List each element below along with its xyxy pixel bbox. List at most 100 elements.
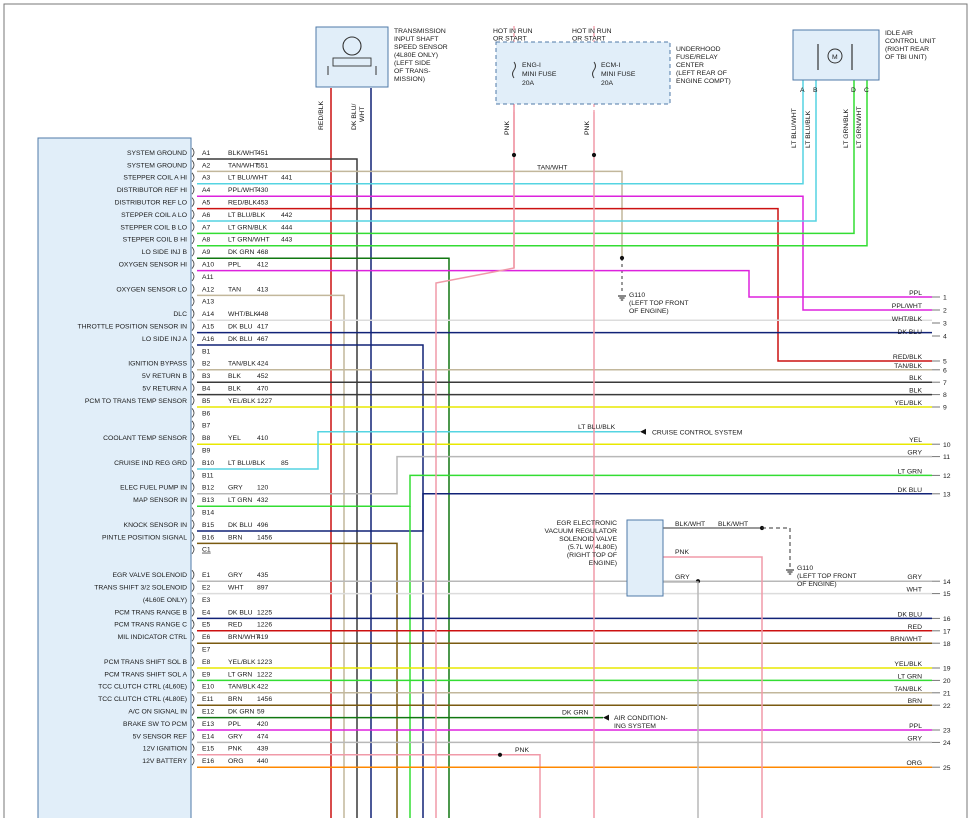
right-wire-label: YEL — [909, 437, 922, 444]
sensor-coil-icon — [332, 57, 372, 67]
connector-bracket — [191, 718, 195, 729]
right-wire-label: PPL — [909, 723, 922, 730]
connector-bracket — [191, 246, 195, 257]
connector-bracket — [191, 259, 195, 269]
pcm-pin-id: E7 — [202, 647, 211, 654]
pcm-pin-id: E12 — [202, 709, 214, 716]
right-wire-number: 5 — [943, 359, 947, 366]
hot-in-run-label: HOT IN RUN — [493, 28, 533, 35]
connector-bracket — [191, 346, 195, 356]
iac-motor-label: M — [832, 54, 838, 61]
hot-in-run-label: OR START — [572, 36, 606, 43]
pcm-pin-id: A16 — [202, 336, 214, 343]
pcm-pin-id: B5 — [202, 398, 211, 405]
transmission-speed-sensor — [315, 26, 389, 88]
connector-bracket — [191, 296, 195, 307]
pcm-pin-circuit: 410 — [257, 435, 269, 442]
idle-air-control-unit — [792, 29, 880, 81]
connector-bracket — [191, 432, 195, 443]
g110-label: G110 — [629, 292, 645, 299]
wire-b15-dkblu — [197, 493, 932, 532]
right-wire-label: YEL/BLK — [894, 661, 922, 668]
right-wire-number: 23 — [943, 728, 951, 735]
cruise-system-label: CRUISE CONTROL SYSTEM — [652, 429, 743, 436]
connector-bracket — [191, 147, 195, 158]
connector-bracket — [191, 532, 195, 542]
pcm-pin-circuit: 451 — [257, 150, 269, 157]
egr-label: VACUUM REGULATOR — [544, 528, 617, 535]
pcm-pin-function: SYSTEM GROUND — [127, 150, 187, 157]
gear-icon — [342, 36, 362, 56]
pcm-pin-id: A13 — [202, 299, 214, 306]
fuse-icon — [512, 61, 516, 79]
pcm-pin-wire-color: DK BLU — [228, 609, 253, 616]
pcm-pin-circuit: 897 — [257, 585, 269, 592]
pcm-pin-wire-color: LT BLU/BLK — [228, 460, 266, 467]
wire-a4-pplwht — [197, 195, 932, 311]
tanwht-wire-label: TAN/WHT — [537, 164, 567, 171]
connector-bracket — [191, 706, 195, 716]
right-wire-number: 20 — [943, 678, 951, 685]
pcm-pin-id: B4 — [202, 386, 211, 393]
pcm-pin-circuit: 444 — [281, 224, 293, 231]
pcm-pin-circuit: 470 — [257, 386, 269, 393]
connector-bracket — [191, 507, 195, 517]
cruise-wire-label: LT BLU/BLK — [578, 424, 616, 431]
wire-a16-dkblu — [197, 344, 424, 818]
pcm-pin-circuit: 422 — [257, 684, 269, 691]
pcm-pin-wire-color: BLK — [228, 386, 241, 393]
wire-e15-pnk — [197, 754, 541, 818]
pcm-pin-id: B15 — [202, 522, 214, 529]
pcm-pin-wire-color: BRN/WHT — [228, 634, 260, 641]
pcm-pin-circuit: 551 — [257, 162, 269, 169]
pcm-pin-circuit: 1226 — [257, 622, 272, 629]
pcm-pin-id: E11 — [202, 696, 214, 703]
pcm-pin-wire-color: WHT — [228, 585, 243, 592]
right-wire-label: BLK — [909, 375, 922, 382]
trans-sensor-label: INPUT SHAFT — [394, 36, 438, 43]
connector-bracket — [191, 209, 195, 220]
pcm-pin-wire-color: LT GRN/WHT — [228, 237, 270, 244]
egr-vacuum-regulator-valve — [626, 519, 664, 597]
pcm-pin-circuit: 1223 — [257, 659, 272, 666]
pcm-pin-circuit: 417 — [257, 324, 269, 331]
pcm-pin-id: A8 — [202, 237, 211, 244]
connector-bracket — [191, 482, 195, 493]
fuse-center-label: CENTER — [676, 62, 704, 69]
egr-label: EGR ELECTRONIC — [557, 520, 618, 527]
right-wire-label: GRY — [907, 735, 922, 742]
g110-label: OF ENGINE) — [629, 308, 669, 315]
connector-bracket — [191, 222, 195, 232]
right-wire-number: 6 — [943, 367, 947, 374]
connector-bracket — [191, 755, 195, 766]
right-wire-number: 8 — [943, 392, 947, 399]
pcm-pin-function: (4L60E ONLY) — [143, 597, 187, 604]
pcm-pin-id: E3 — [202, 597, 211, 604]
pcm-pin-id: A12 — [202, 286, 214, 293]
pcm-pin-wire-color: PNK — [228, 746, 242, 753]
right-wire-number: 7 — [943, 380, 947, 387]
pcm-pin-function: SYSTEM GROUND — [127, 162, 187, 169]
right-wire-number: 12 — [943, 473, 951, 480]
iac-label: IDLE AIR — [885, 30, 913, 37]
pcm-pin-wire-color: TAN/WHT — [228, 162, 258, 169]
pcm-pin-circuit: 420 — [257, 721, 269, 728]
ac-system-label: AIR CONDITION- — [614, 715, 668, 722]
wire-a1-blkwht — [197, 158, 358, 818]
fuse-label: ECM-I — [601, 62, 620, 69]
iac-label: OF TBI UNIT) — [885, 54, 927, 61]
trans-wire-label: DK BLU/ — [351, 103, 358, 130]
iac-wire-label: LT BLU/WHT — [791, 108, 798, 148]
pcm-pin-function: TRANS SHIFT 3/2 SOLENOID — [94, 585, 187, 592]
pcm-pin-circuit: 496 — [257, 522, 269, 529]
pcm-module-box — [37, 137, 192, 818]
connector-bracket — [191, 743, 195, 754]
connector-bracket — [191, 582, 195, 592]
fuse-icon — [592, 61, 596, 79]
pcm-pin-circuit: 468 — [257, 249, 269, 256]
pcm-pin-function: TCC CLUTCH CTRL (4L60E) — [98, 684, 187, 691]
pcm-pin-wire-color: LT BLU/WHT — [228, 175, 268, 182]
pcm-pin-id: A1 — [202, 150, 211, 157]
